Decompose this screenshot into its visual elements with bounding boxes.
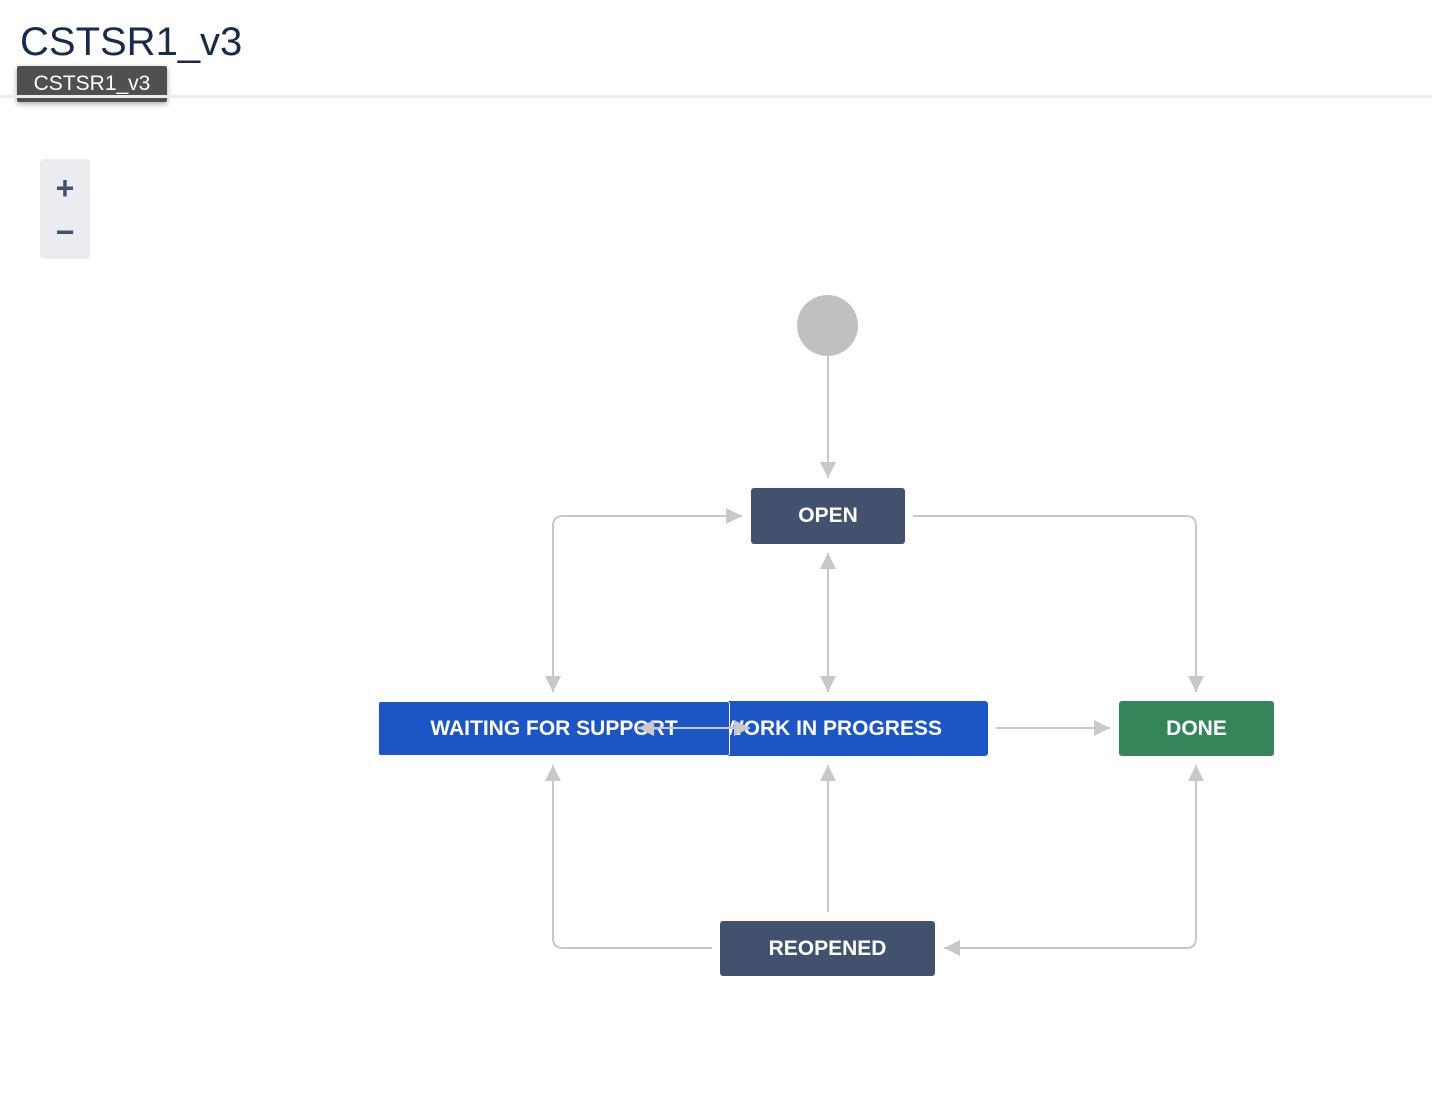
zoom-out-button[interactable]: − — [55, 214, 75, 250]
transition-waiting-open — [545, 508, 742, 692]
status-waiting-for-support[interactable]: WAITING FOR SUPPORT — [378, 701, 730, 756]
transition-done-reopened — [944, 765, 1204, 956]
header-divider — [0, 95, 1432, 98]
status-reopened[interactable]: REOPENED — [720, 921, 935, 976]
status-open[interactable]: OPEN — [751, 488, 905, 544]
transition-reopened-waiting — [545, 765, 712, 949]
status-work-in-progress[interactable]: WORK IN PROGRESS — [697, 701, 988, 756]
transition-open-done — [913, 515, 1204, 692]
zoom-in-button[interactable]: + — [55, 170, 75, 206]
page-title: CSTSR1_v3 — [20, 20, 243, 64]
start-node — [797, 295, 858, 356]
zoom-controls: + − — [40, 159, 90, 259]
status-done[interactable]: DONE — [1119, 701, 1274, 756]
